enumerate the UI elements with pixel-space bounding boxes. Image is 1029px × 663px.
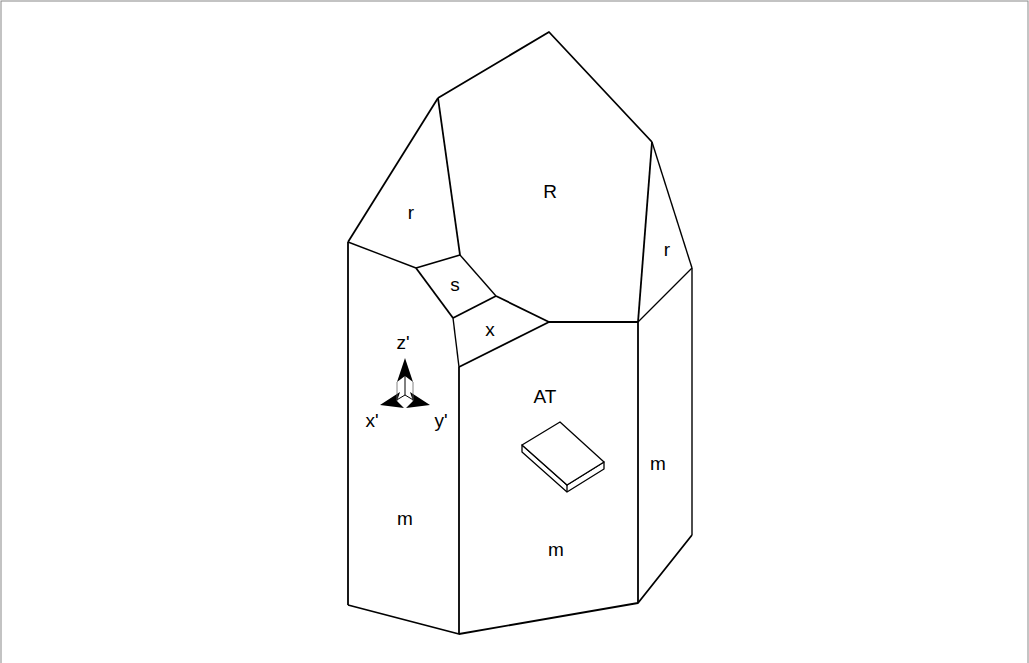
face-label: r xyxy=(408,203,414,222)
axis-label: x' xyxy=(365,411,378,430)
at-plate xyxy=(522,422,604,492)
face-label: m xyxy=(397,509,413,528)
face-label: x xyxy=(485,320,495,339)
cut-label: AT xyxy=(534,387,557,406)
face-label: m xyxy=(548,540,564,559)
axis-label: z' xyxy=(396,333,409,352)
axis-symbol xyxy=(380,358,430,408)
face-label: r xyxy=(664,240,670,259)
crystal-edges xyxy=(348,32,692,634)
face-label: m xyxy=(650,454,666,473)
face-label: R xyxy=(543,182,557,201)
face-label: s xyxy=(450,275,460,294)
axis-label: y' xyxy=(434,411,447,430)
